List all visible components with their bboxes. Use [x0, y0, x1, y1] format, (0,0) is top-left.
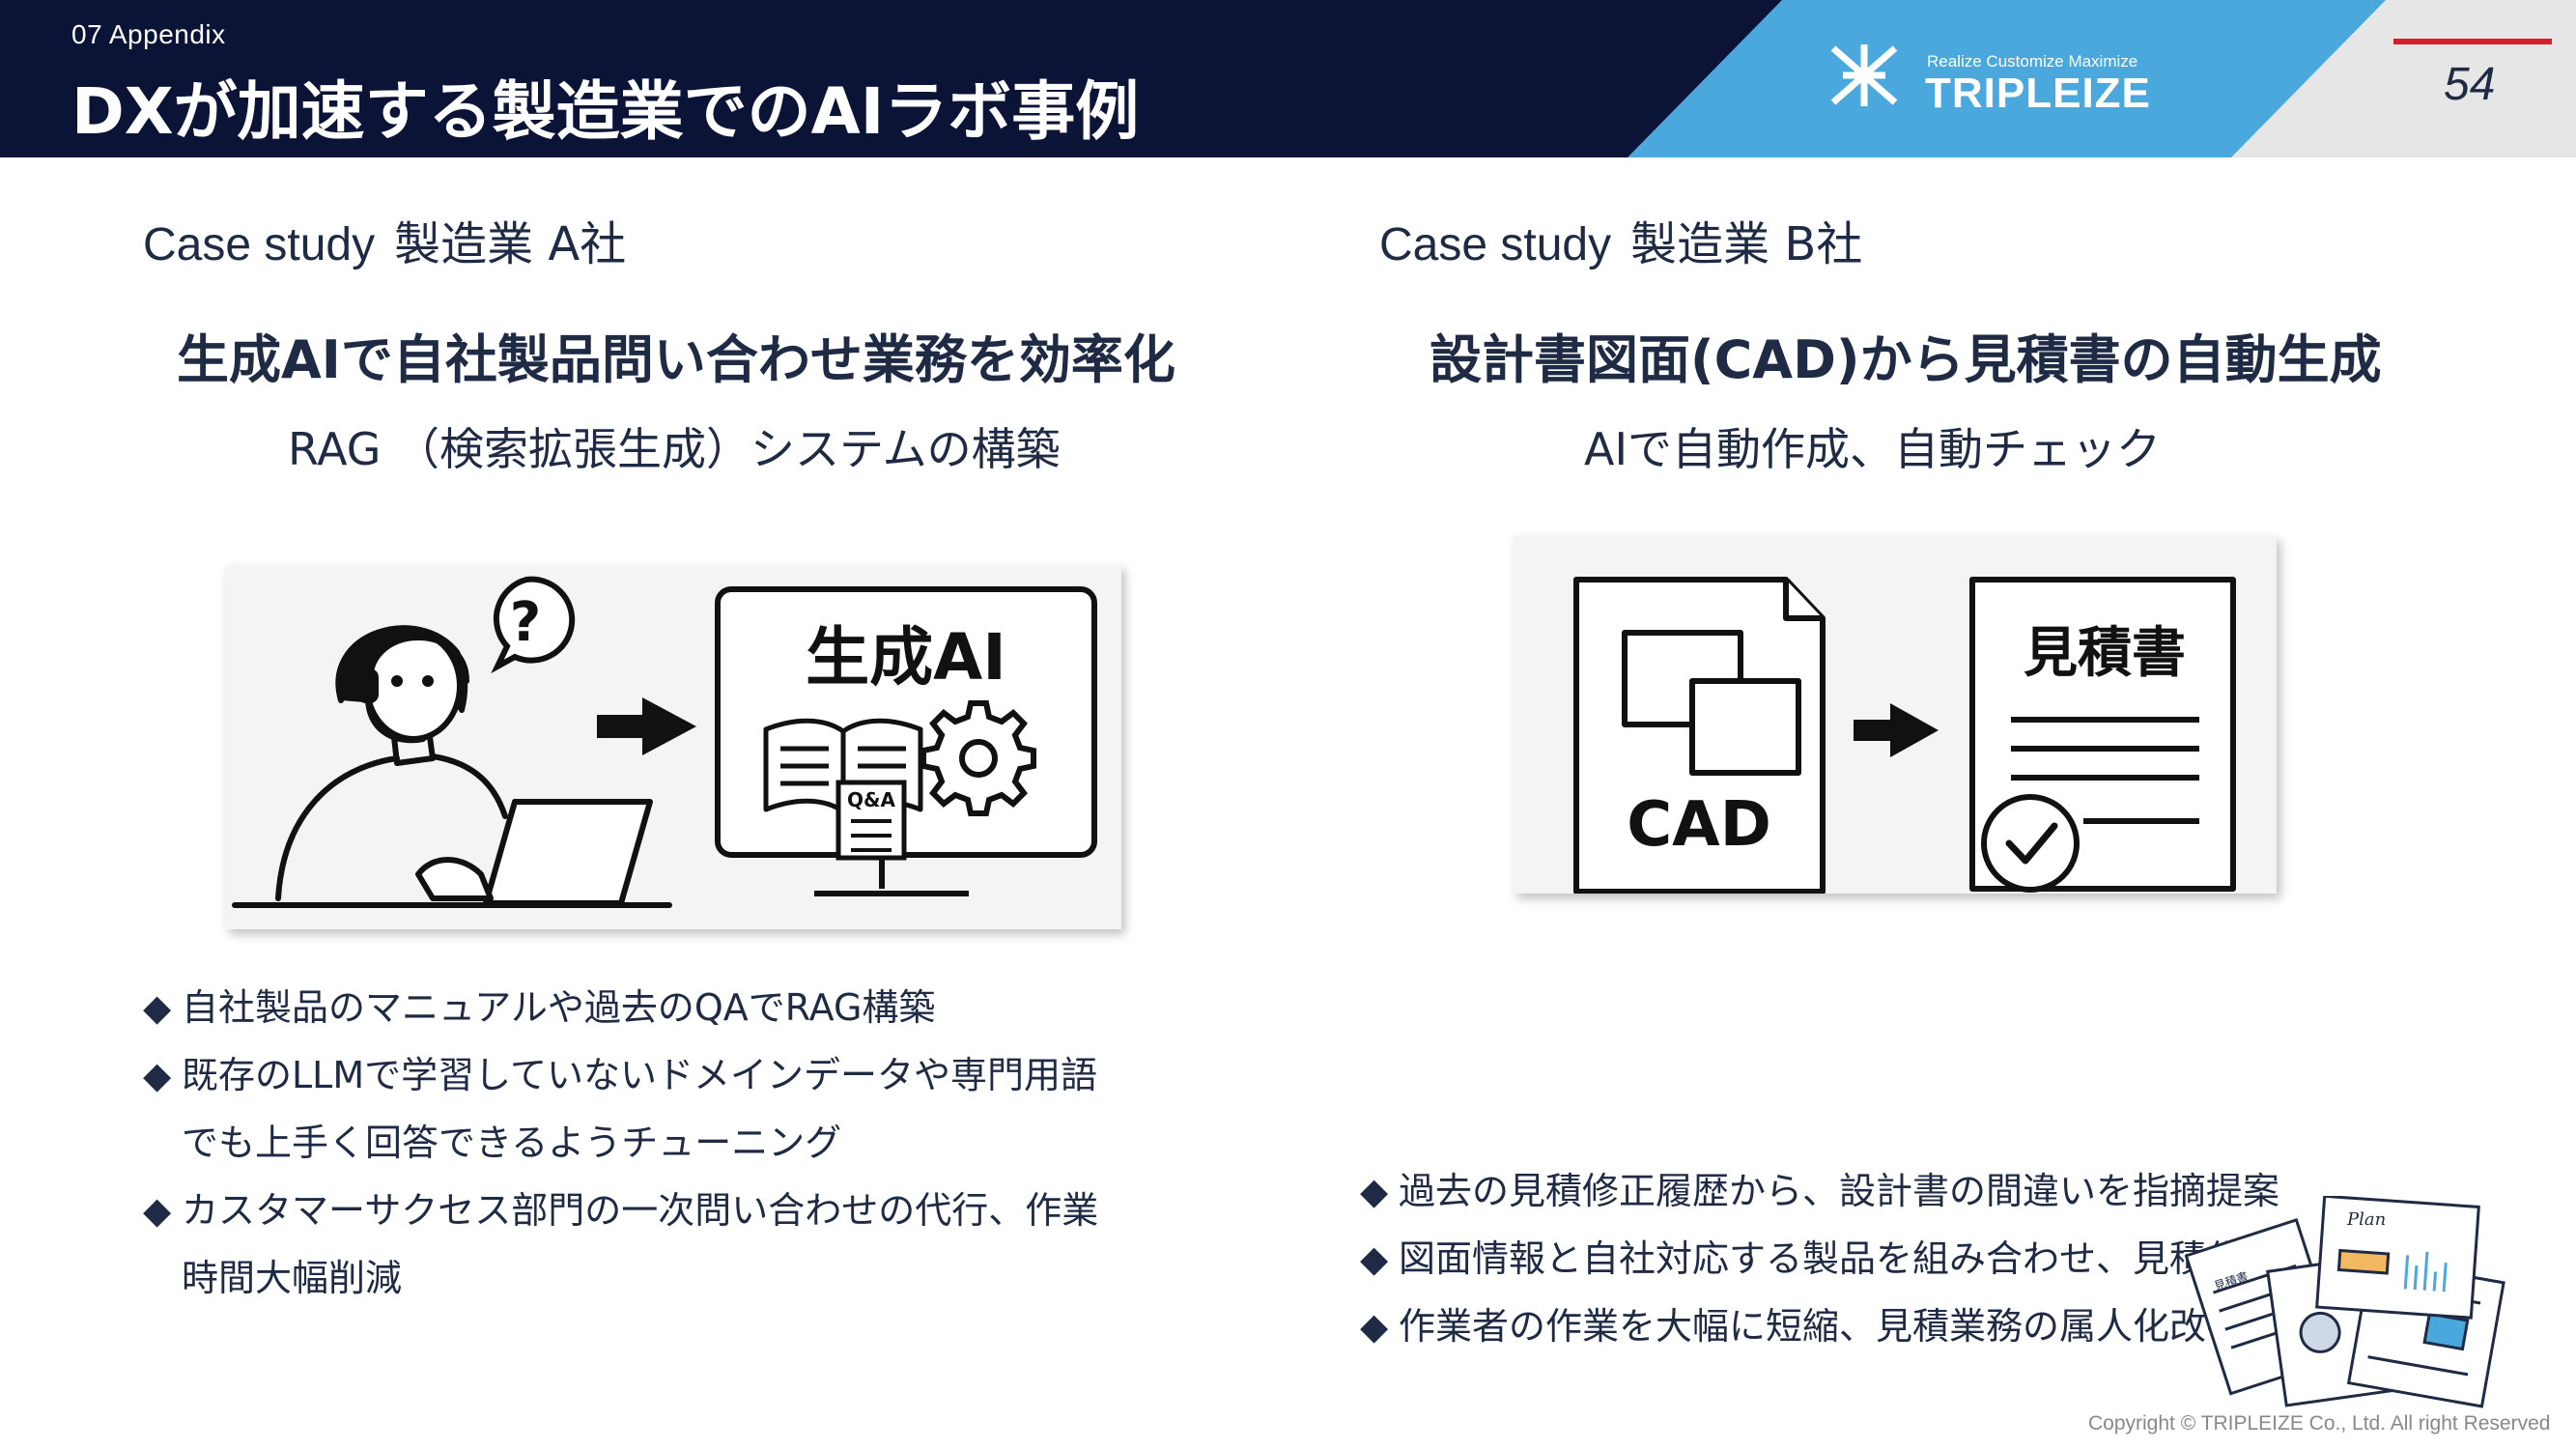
cad-label: CAD — [1627, 789, 1771, 861]
list-item: ◆自社製品のマニュアルや過去のQAでRAG構築 — [143, 974, 1098, 1041]
svg-text:Q&A: Q&A — [847, 788, 895, 811]
case-label-b: Case study 製造業 B社 — [1379, 206, 1862, 273]
section-label: 07 Appendix — [71, 19, 226, 49]
headline-a: 生成AIで自社製品問い合わせ業務を効率化 — [177, 329, 1175, 390]
copyright-text: Copyright © TRIPLEIZE Co., Ltd. All righ… — [2088, 1412, 2551, 1435]
subline-a: RAG （検索拡張生成）システムの構築 — [288, 423, 1061, 475]
plan-label: Plan — [2346, 1209, 2386, 1230]
qa-document-icon: Q&A — [835, 780, 907, 861]
check-circle-icon — [1981, 794, 2080, 893]
page-title: DXが加速する製造業でのAIラボ事例 — [71, 74, 1140, 149]
list-item: ◆作業者の作業を大幅に短縮、見積業務の属人化改善 — [1360, 1293, 2279, 1360]
arrow-right-icon — [1854, 703, 1939, 757]
company-name-b: 製造業 B社 — [1630, 217, 1863, 271]
arrow-right-icon — [597, 697, 696, 755]
logo-name: TRIPLEIZE — [1925, 70, 2151, 117]
cad-file-icon — [1573, 577, 1826, 895]
headline-b: 設計書図面(CAD)から見積書の自動生成 — [1430, 329, 2382, 390]
gear-icon — [920, 700, 1036, 816]
bullet-marker: ◆ — [1360, 1305, 1389, 1348]
estimate-label: 見積書 — [2024, 622, 2186, 685]
cad-estimate-illustration: CAD 見積書 — [1514, 536, 2277, 895]
tripleize-logo-icon — [1830, 44, 1898, 106]
screen-title: 生成AI — [806, 620, 1006, 695]
company-name-a: 製造業 A社 — [394, 217, 627, 271]
list-item: ◆既存のLLMで学習していないドメインデータや専門用語でも上手く回答できるようチ… — [143, 1041, 1098, 1177]
documents-pile-illustration: Plan 見積書 — [2185, 1196, 2505, 1408]
case-label-a: Case study 製造業 A社 — [143, 206, 626, 273]
svg-text:?: ? — [510, 591, 541, 654]
subline-b: AIで自動作成、自動チェック — [1584, 423, 2162, 475]
tripleize-logo: Realize Customize Maximize TRIPLEIZE — [1826, 37, 2154, 124]
bullet-list-a: ◆自社製品のマニュアルや過去のQAでRAG構築 ◆既存のLLMで学習していないド… — [143, 974, 1098, 1312]
list-item: ◆図面情報と自社対応する製品を組み合わせ、見積作成 — [1360, 1225, 2279, 1293]
bullet-marker: ◆ — [143, 1054, 172, 1096]
case-study-text: Case study — [143, 219, 376, 270]
bullet-marker: ◆ — [1360, 1170, 1389, 1212]
bullet-list-b: ◆過去の見積修正履歴から、設計書の間違いを指摘提案 ◆図面情報と自社対応する製品… — [1360, 1157, 2279, 1360]
logo-tagline: Realize Customize Maximize — [1927, 52, 2138, 71]
list-item: ◆過去の見積修正履歴から、設計書の間違いを指摘提案 — [1360, 1157, 2279, 1225]
rag-illustration: ? 生成AI — [225, 565, 1121, 929]
bullet-marker: ◆ — [1360, 1237, 1389, 1280]
person-headset-icon — [232, 625, 672, 908]
list-item: ◆カスタマーサクセス部門の一次問い合わせの代行、作業時間大幅削減 — [143, 1177, 1098, 1312]
header-background — [0, 0, 2576, 157]
bullet-marker: ◆ — [143, 986, 172, 1029]
slide-header: 07 Appendix DXが加速する製造業でのAIラボ事例 Realize C… — [0, 0, 2576, 157]
accent-line — [2393, 39, 2552, 44]
case-study-text: Case study — [1379, 219, 1612, 270]
laptop-icon — [415, 799, 653, 906]
question-bubble-icon: ? — [491, 576, 576, 674]
page-number: 54 — [2444, 59, 2496, 110]
bullet-marker: ◆ — [143, 1189, 172, 1232]
